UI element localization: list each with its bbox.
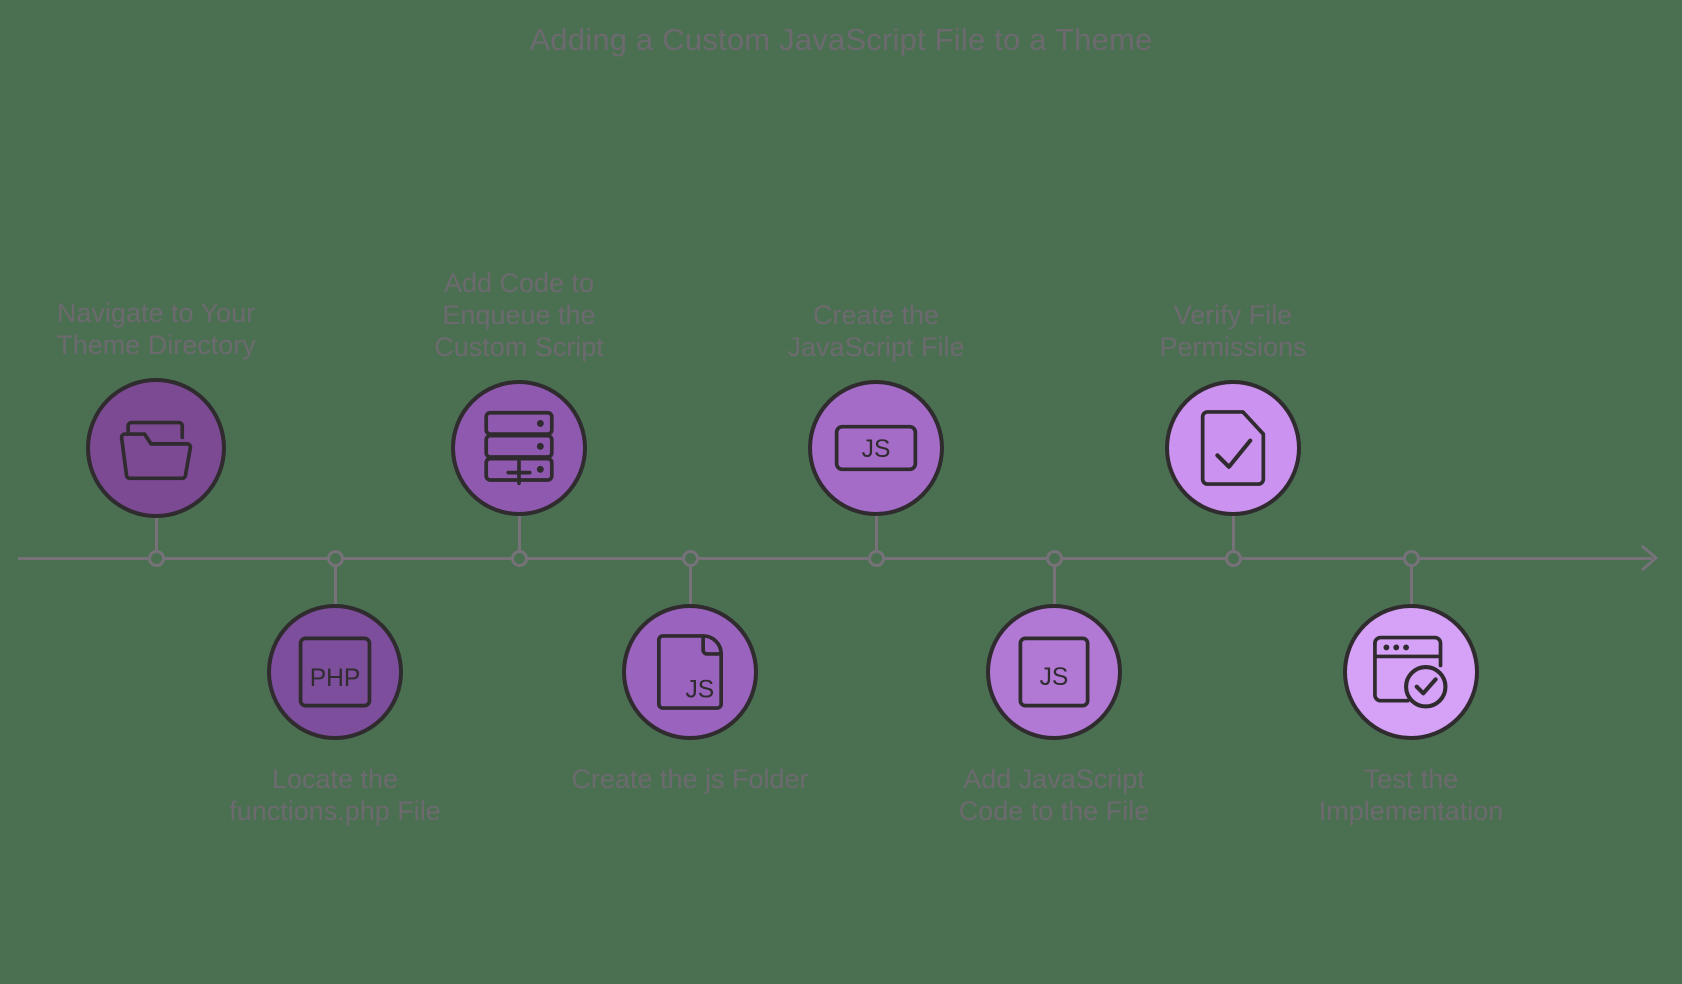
node-connector bbox=[1052, 558, 1056, 606]
step-label-3: Add Code to Enqueue the Custom Script bbox=[434, 268, 604, 363]
step-icon-circle-7[interactable] bbox=[1165, 380, 1301, 516]
timeline-node-dot[interactable] bbox=[147, 549, 165, 567]
step-label-6: Add JavaScript Code to the File bbox=[958, 764, 1150, 826]
page-title: Adding a Custom JavaScript File to a The… bbox=[529, 22, 1153, 57]
svg-text:JS: JS bbox=[1040, 664, 1069, 691]
step-label-5: Create the JavaScript File bbox=[787, 300, 965, 363]
node-connector bbox=[333, 558, 337, 606]
node-connector bbox=[874, 514, 878, 558]
document-check-icon bbox=[1197, 408, 1269, 488]
timeline-node-dot[interactable] bbox=[867, 549, 885, 567]
timeline-node-dot[interactable] bbox=[1224, 549, 1242, 567]
step-icon-circle-8[interactable] bbox=[1343, 604, 1479, 740]
step-icon-circle-1[interactable] bbox=[86, 378, 226, 518]
svg-text:PHP: PHP bbox=[310, 665, 361, 692]
node-connector bbox=[688, 558, 692, 606]
step-label-2: Locate the functions.php File bbox=[229, 764, 441, 826]
step-label-1: Navigate to Your Theme Directory bbox=[56, 298, 256, 361]
step-icon-circle-2[interactable]: PHP bbox=[267, 604, 403, 740]
timeline-arrow-icon bbox=[1641, 544, 1659, 572]
timeline-axis bbox=[18, 557, 1652, 560]
step-icon-circle-5[interactable]: JS bbox=[808, 380, 944, 516]
step-icon-circle-3[interactable] bbox=[451, 380, 587, 516]
node-connector bbox=[154, 516, 158, 558]
svg-text:JS: JS bbox=[862, 436, 891, 463]
timeline-node-dot[interactable] bbox=[326, 549, 344, 567]
timeline-node-dot[interactable] bbox=[1045, 549, 1063, 567]
server-add-icon bbox=[481, 408, 556, 488]
node-connector bbox=[517, 514, 521, 558]
node-connector bbox=[1409, 558, 1413, 606]
node-connector bbox=[1231, 514, 1235, 558]
folder-icon bbox=[117, 413, 196, 484]
timeline-node-dot[interactable] bbox=[681, 549, 699, 567]
js-document-icon: JS bbox=[652, 632, 727, 712]
step-label-4: Create the js Folder bbox=[571, 764, 809, 794]
browser-check-icon bbox=[1370, 633, 1452, 712]
php-file-icon: PHP bbox=[296, 634, 373, 709]
timeline-node-dot[interactable] bbox=[510, 549, 528, 567]
step-icon-circle-6[interactable]: JS bbox=[986, 604, 1122, 740]
js-square-icon: JS bbox=[1016, 634, 1091, 709]
js-badge-icon: JS bbox=[833, 423, 918, 472]
step-icon-circle-4[interactable]: JS bbox=[622, 604, 758, 740]
svg-text:JS: JS bbox=[685, 676, 714, 703]
timeline-node-dot[interactable] bbox=[1402, 549, 1420, 567]
step-label-7: Verify File Permissions bbox=[1159, 300, 1307, 363]
step-label-8: Test the Implementation bbox=[1318, 764, 1504, 826]
